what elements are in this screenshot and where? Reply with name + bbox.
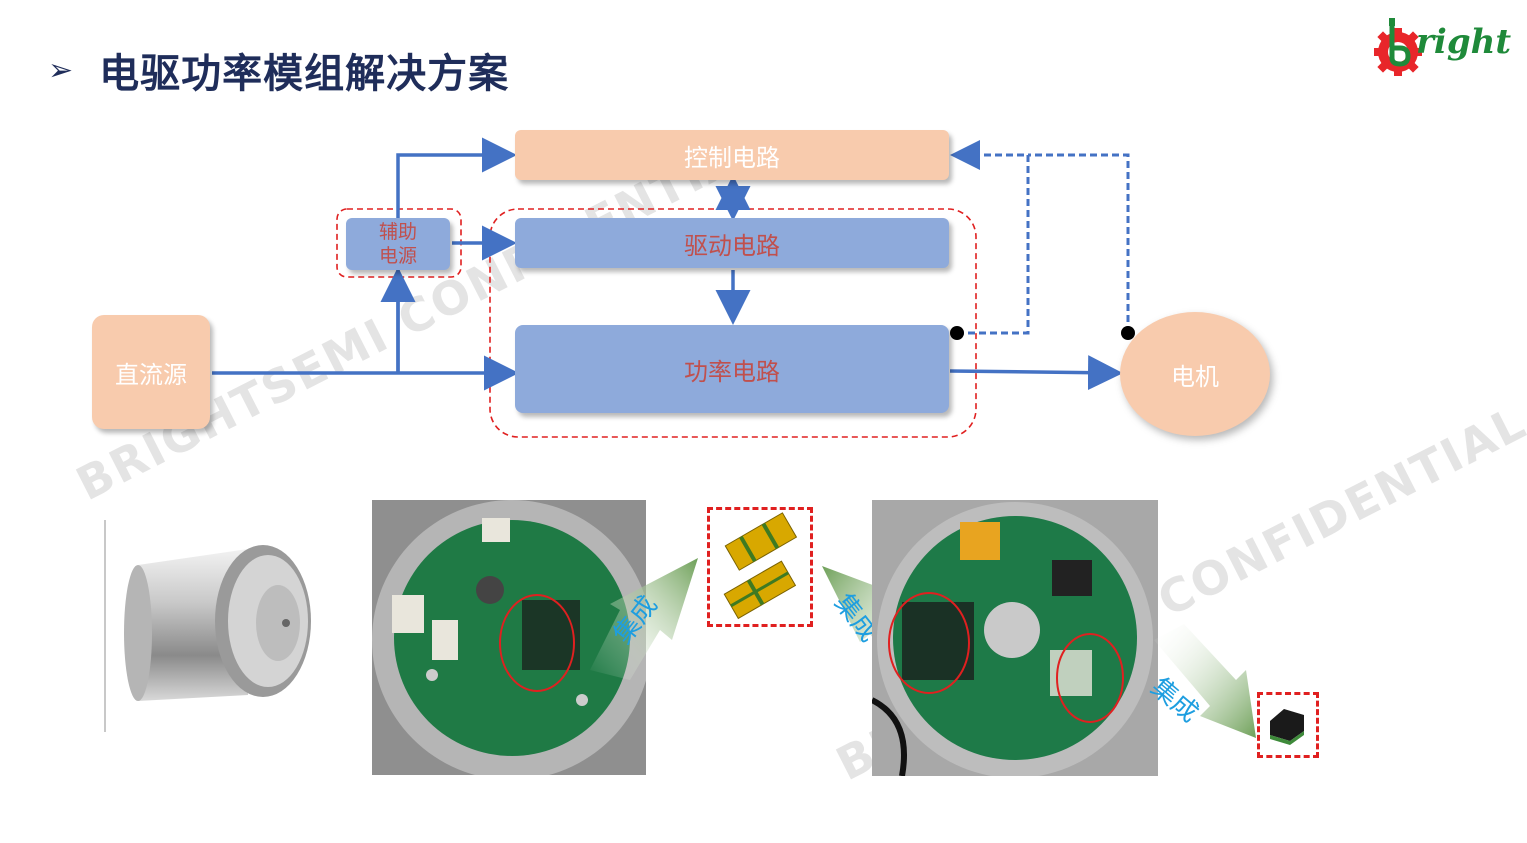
feedback-power-to-control [950, 140, 1030, 335]
integration-arrow-3 [1154, 624, 1256, 738]
arrow-dc-to-control [396, 137, 517, 373]
aux-power-label-1: 辅助 [378, 221, 417, 243]
dc-source-box: 直流源 [92, 315, 210, 429]
integrated-ic-frame [1257, 692, 1319, 758]
motor-label: 电机 [1171, 362, 1219, 391]
control-circuit-box: 控制电路 [515, 130, 949, 180]
pcb-photo-1 [372, 500, 646, 775]
logo-wordmark: right [1416, 22, 1512, 62]
integration-arrow-1 [590, 558, 698, 680]
arrow-power-to-motor [949, 355, 1123, 391]
motor-shape [1120, 312, 1270, 436]
servo-motor-photo [124, 545, 311, 701]
bright-logo: right [1370, 14, 1520, 80]
drive-circuit-box: 驱动电路 [515, 218, 949, 268]
motor-box: 电机 [1120, 312, 1270, 436]
integrated-module-frame [707, 507, 813, 627]
sense-dot-motor [1121, 326, 1135, 340]
power-circuit-label: 功率电路 [684, 357, 780, 386]
header: ➢ 电驱功率模组解决方案 [48, 42, 509, 98]
power-circuit-box: 功率电路 [515, 325, 949, 413]
sense-dot-power [950, 326, 964, 340]
page-title: 电驱功率模组解决方案 [99, 51, 510, 97]
aux-power-label-2: 电源 [378, 245, 417, 267]
pcb-photo-2 [872, 500, 1158, 776]
control-circuit-label: 控制电路 [684, 143, 780, 172]
bullet-arrow-icon: ➢ [48, 52, 74, 88]
feedback-motor-to-control [1028, 153, 1130, 333]
gear-icon [1374, 18, 1422, 76]
photo-divider [104, 520, 106, 732]
drive-circuit-label: 驱动电路 [684, 231, 780, 260]
dc-source-label: 直流源 [115, 360, 187, 389]
aux-power-box: 辅助 电源 [346, 218, 450, 270]
